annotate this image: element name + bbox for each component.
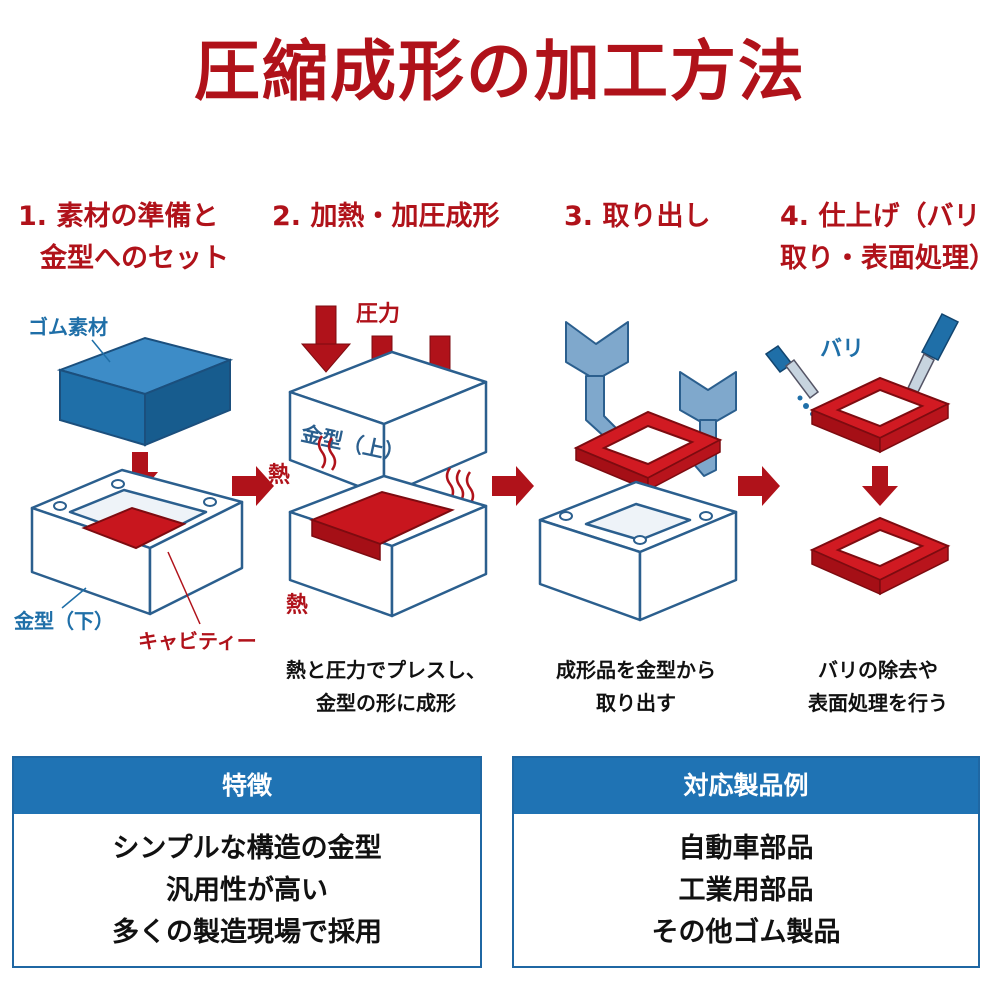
products-list: 自動車部品 工業用部品 その他ゴム製品 bbox=[514, 814, 978, 954]
rubber-block bbox=[56, 336, 234, 447]
down-arrow-icon bbox=[862, 466, 898, 506]
step-4-caption: バリの除去や 表面処理を行う bbox=[778, 654, 978, 720]
step-2-heading: 2. 加熱・加圧成形 bbox=[272, 196, 499, 238]
product-item: 工業用部品 bbox=[678, 875, 814, 906]
page-title: 圧縮成形の加工方法 bbox=[194, 33, 806, 110]
label-heat-top: 熱 bbox=[268, 462, 290, 488]
features-panel: 特徴 シンプルな構造の金型 汎用性が高い 多くの製造現場で採用 bbox=[12, 756, 482, 968]
features-list: シンプルな構造の金型 汎用性が高い 多くの製造現場で採用 bbox=[14, 814, 480, 954]
lower-mold-leader-line bbox=[61, 587, 87, 609]
step-4-heading: 4. 仕上げ（バリ 取り・表面処理） bbox=[780, 196, 996, 280]
label-heat-bottom: 熱 bbox=[286, 592, 308, 618]
heat-wave-icon bbox=[317, 435, 475, 505]
right-arrow-icon bbox=[738, 466, 780, 506]
step-2-caption: 熱と圧力でプレスし、 金型の形に成形 bbox=[276, 654, 496, 720]
step-4-heading-line2: 取り・表面処理） bbox=[780, 243, 996, 274]
rubber-leader-line bbox=[91, 339, 111, 363]
right-arrow-icon bbox=[232, 466, 274, 506]
right-arrow-icon bbox=[492, 466, 534, 506]
lower-mold-step3 bbox=[538, 480, 738, 622]
tool-right-icon bbox=[906, 313, 960, 393]
features-title: 特徴 bbox=[14, 758, 480, 814]
step-4-heading-line1: 4. 仕上げ（バリ bbox=[780, 201, 981, 232]
step-1-heading-line1: 1. 素材の準備と bbox=[18, 201, 219, 232]
feature-item: シンプルな構造の金型 bbox=[112, 833, 382, 864]
feature-item: 多くの製造現場で採用 bbox=[112, 917, 382, 948]
finished-part bbox=[809, 516, 951, 596]
tool-left-icon bbox=[764, 344, 820, 400]
label-burr: バリ bbox=[820, 337, 864, 362]
step-2-caption-line2: 金型の形に成形 bbox=[316, 691, 456, 715]
step-2-heading-line1: 2. 加熱・加圧成形 bbox=[272, 201, 500, 232]
label-rubber: ゴム素材 bbox=[28, 315, 108, 339]
step-3-heading-line1: 3. 取り出し bbox=[564, 201, 711, 232]
label-lower-mold: 金型（下） bbox=[13, 609, 114, 633]
gripper-left-icon bbox=[565, 321, 629, 441]
cavity-leader-line bbox=[167, 551, 201, 625]
step-4-caption-line2: 表面処理を行う bbox=[808, 691, 948, 715]
step-1-heading-line2: 金型へのセット bbox=[40, 243, 229, 274]
label-pressure: 圧力 bbox=[356, 302, 400, 327]
products-panel: 対応製品例 自動車部品 工業用部品 その他ゴム製品 bbox=[512, 756, 980, 968]
label-cavity: キャビティー bbox=[138, 629, 257, 653]
step-1-heading: 1. 素材の準備と 金型へのセット bbox=[18, 196, 229, 280]
finishing-part bbox=[809, 376, 951, 454]
step-2-caption-line1: 熱と圧力でプレスし、 bbox=[286, 658, 486, 682]
cavity-rubber bbox=[81, 506, 187, 550]
product-item: 自動車部品 bbox=[678, 833, 814, 864]
product-item: その他ゴム製品 bbox=[651, 917, 841, 948]
step-4-caption-line1: バリの除去や bbox=[818, 658, 938, 682]
step-3-caption-line2: 取り出す bbox=[596, 691, 676, 715]
step-3-heading: 3. 取り出し bbox=[564, 196, 710, 238]
mold-bolt-holes bbox=[559, 511, 713, 545]
feature-item: 汎用性が高い bbox=[166, 875, 328, 906]
upper-mold bbox=[288, 350, 488, 498]
step-3-caption-line1: 成形品を金型から bbox=[556, 658, 716, 682]
products-title: 対応製品例 bbox=[514, 758, 978, 814]
step-3-caption: 成形品を金型から 取り出す bbox=[536, 654, 736, 720]
